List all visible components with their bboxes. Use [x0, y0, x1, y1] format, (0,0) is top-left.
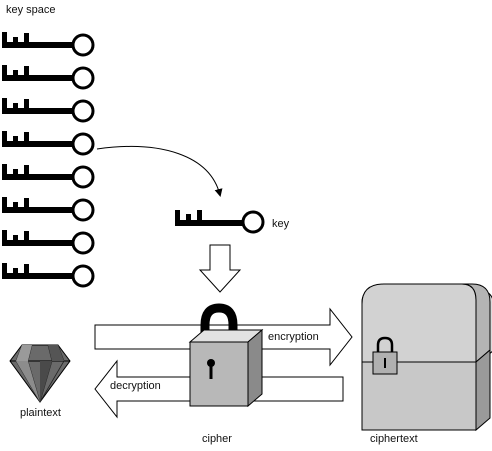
key-space-key-icon	[2, 131, 95, 156]
key-space-key-icon	[2, 164, 95, 189]
key-space-key-icon	[2, 263, 95, 288]
chest-icon	[361, 283, 492, 432]
padlock-icon	[188, 303, 264, 408]
decryption-label: decryption	[110, 380, 161, 392]
key-space-key-icon	[2, 65, 95, 90]
cipher-label: cipher	[202, 433, 232, 445]
key-space-key-icon	[2, 98, 95, 123]
ciphertext-label: ciphertext	[370, 433, 418, 445]
key-space-key-icon	[2, 230, 95, 255]
diamond-icon	[9, 344, 71, 403]
key-label: key	[272, 218, 290, 230]
key-space-key-icon	[2, 32, 95, 57]
down-arrow	[198, 244, 242, 293]
key-space-group	[2, 32, 95, 288]
encryption-label: encryption	[268, 331, 319, 343]
plaintext-label: plaintext	[20, 407, 61, 419]
key-icon	[175, 210, 265, 234]
key-space-label: key space	[6, 4, 56, 16]
selection-arrow	[96, 146, 223, 197]
key-space-key-icon	[2, 197, 95, 222]
